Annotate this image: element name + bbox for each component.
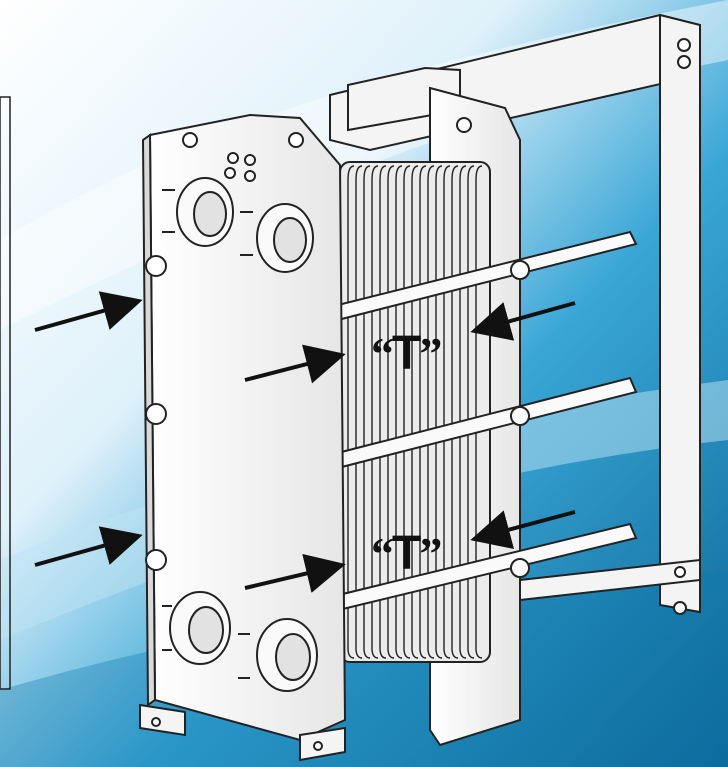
t-label-bottom-open-quote: “ xyxy=(371,528,394,579)
flow-arrow-left-upper xyxy=(34,291,143,332)
t-label-top-close-quote: ” xyxy=(419,328,442,379)
port-connections xyxy=(169,177,318,692)
flow-arrow-right-lower xyxy=(470,510,576,550)
heat-plate xyxy=(435,165,443,659)
frame-plate-holes xyxy=(182,132,304,182)
flow-arrow-plate-in-upper xyxy=(244,344,346,384)
rear-support xyxy=(519,558,701,602)
heat-plate xyxy=(363,165,371,659)
t-label-bottom-letter: T xyxy=(392,527,421,580)
flow-arrows xyxy=(34,291,576,593)
heat-plate xyxy=(443,165,451,659)
plate-lines xyxy=(347,165,483,659)
frame-plate-bolts xyxy=(145,255,167,571)
heat-plate xyxy=(411,165,419,659)
flow-arrow-plate-in-lower xyxy=(244,553,346,593)
heat-plate xyxy=(379,165,387,659)
t-label-top-open-quote: “ xyxy=(371,328,394,379)
frame-plate xyxy=(141,113,347,742)
heat-plate xyxy=(403,165,411,659)
heat-plate xyxy=(371,165,379,659)
tie-rods xyxy=(316,230,638,616)
t-label-bottom: “T” xyxy=(371,527,442,580)
flow-arrow-right-upper xyxy=(470,301,576,341)
heat-plate xyxy=(387,165,395,659)
info-box-outline xyxy=(0,96,11,690)
heat-plate xyxy=(451,165,459,659)
heat-plate xyxy=(419,165,427,659)
heat-plate xyxy=(395,165,403,659)
heat-plate xyxy=(467,165,475,659)
heat-plate xyxy=(459,165,467,659)
t-label-top-letter: T xyxy=(392,327,421,380)
heat-plate xyxy=(355,165,363,659)
t-label-top: “T” xyxy=(371,327,442,380)
guide-bar-bolts xyxy=(673,38,691,615)
heat-plate xyxy=(475,165,483,659)
port-studs xyxy=(162,189,253,679)
flow-arrow-left-lower xyxy=(34,526,143,567)
support-feet xyxy=(139,703,346,762)
heat-plate xyxy=(427,165,435,659)
heat-plate xyxy=(347,165,355,659)
t-label-bottom-close-quote: ” xyxy=(419,528,442,579)
